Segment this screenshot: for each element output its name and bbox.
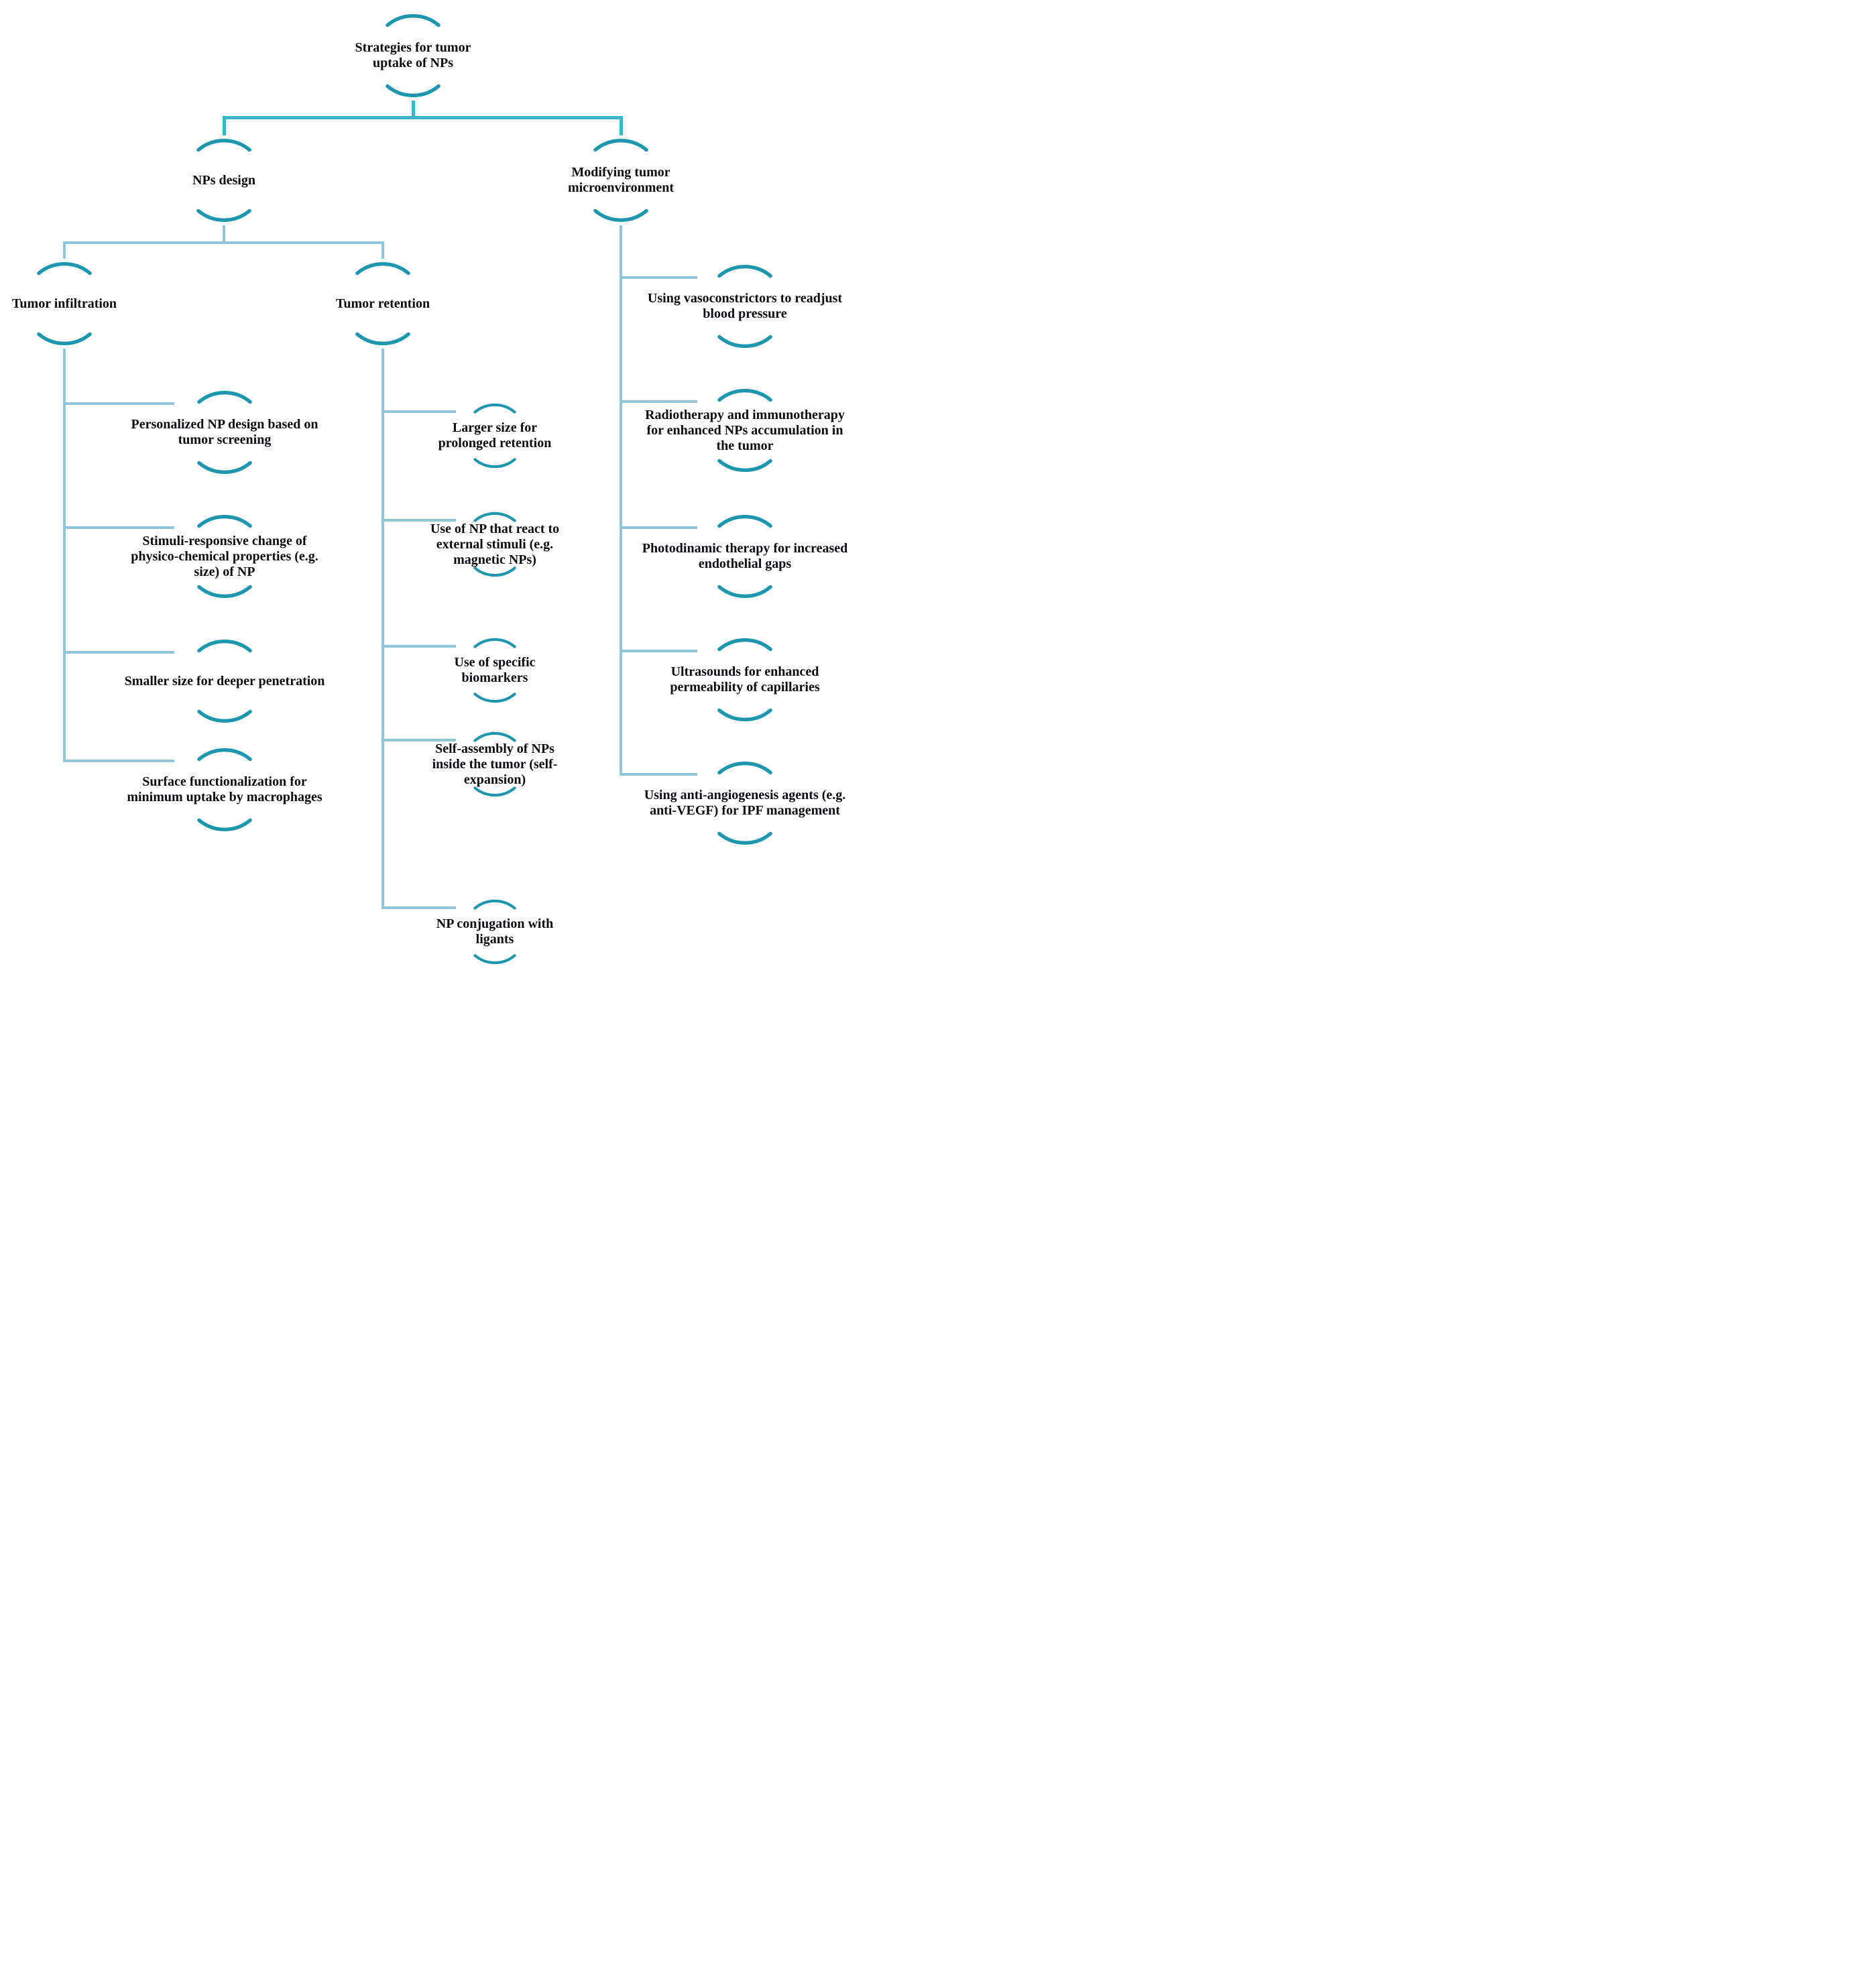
node-tme-leaf-3: Ultrasounds for enhanced permeability of… [644, 633, 845, 727]
circle-arcs-icon [197, 640, 252, 723]
circle-arcs-icon [196, 139, 251, 222]
node-infiltration-leaf-2: Smaller size for deeper penetration [97, 634, 352, 728]
connector-root-stub [411, 101, 415, 116]
connector-infiltration-branch-1 [63, 526, 174, 529]
circle-arcs-icon [473, 638, 516, 703]
node-retention-leaf-2: Use of specific biomarkers [434, 634, 555, 707]
connector-level1-splitter [222, 116, 623, 119]
node-retention-leaf-2-label: Use of specific biomarkers [454, 655, 536, 685]
node-infiltration-leaf-3: Surface functionalization for minimum up… [111, 743, 339, 837]
node-infiltration-leaf-0-label: Personalized NP design based on tumor sc… [131, 417, 318, 447]
circle-arcs-icon [717, 265, 772, 348]
circle-arcs-icon [355, 262, 410, 345]
node-tme-leaf-1: Radiotherapy and immunotherapy for enhan… [624, 383, 866, 477]
connector-infiltration-branch-2 [63, 651, 174, 654]
node-tumor-infiltration: Tumor infiltration [0, 257, 138, 351]
circle-arcs-icon [473, 899, 516, 965]
connector-infiltration-branch-3 [63, 760, 174, 762]
circle-arcs-icon [717, 515, 772, 598]
circle-arcs-icon [197, 748, 252, 831]
connector-retention-branch-2 [382, 645, 456, 648]
connector-retention-branch-1 [382, 519, 456, 522]
node-retention-leaf-4: NP conjugation with ligants [421, 895, 569, 969]
node-root: Strategies for tumor uptake of NPs [333, 9, 493, 103]
connector-tme-branch-3 [620, 650, 697, 652]
node-infiltration-leaf-1-label: Stimuli-responsive change of physico-che… [131, 533, 318, 579]
circle-arcs-icon [593, 139, 648, 222]
node-retention-leaf-4-label: NP conjugation with ligants [436, 916, 554, 947]
node-retention-leaf-3-label: Self-assembly of NPs inside the tumor (s… [432, 741, 558, 787]
connector-infiltration-branch-0 [63, 402, 174, 405]
node-infiltration-leaf-2-label: Smaller size for deeper penetration [124, 673, 325, 688]
node-modifying-tme-label: Modifying tumor microenvironment [567, 165, 675, 195]
node-nps-design-label: NPs design [192, 172, 255, 188]
connector-stub-tumor-retention [382, 244, 384, 259]
node-retention-leaf-1-label: Use of NP that react to external stimuli… [430, 521, 560, 567]
node-retention-leaf-0: Larger size for prolonged retention [421, 399, 569, 473]
circle-arcs-icon [717, 389, 772, 472]
node-root-label: Strategies for tumor uptake of NPs [355, 40, 471, 70]
circle-arcs-icon [473, 403, 516, 469]
connector-nps-stub [223, 225, 225, 241]
circle-arcs-icon [386, 14, 441, 97]
node-tumor-retention: Tumor retention [316, 257, 450, 351]
node-tme-leaf-0: Using vasoconstrictors to readjust blood… [621, 259, 869, 353]
node-infiltration-leaf-3-label: Surface functionalization for minimum up… [127, 774, 323, 804]
node-retention-leaf-3: Self-assembly of NPs inside the tumor (s… [414, 727, 575, 801]
node-retention-leaf-1: Use of NP that react to external stimuli… [411, 507, 579, 581]
node-nps-design: NPs design [157, 133, 291, 227]
node-tme-leaf-4: Using anti-angiogenesis agents (e.g. ant… [618, 756, 872, 850]
node-tme-leaf-1-label: Radiotherapy and immunotherapy for enhan… [645, 407, 845, 453]
flowchart-canvas: Strategies for tumor uptake of NPs NPs d… [0, 0, 938, 989]
node-tme-leaf-2-label: Photodinamic therapy for increased endot… [642, 541, 848, 571]
node-tme-leaf-4-label: Using anti-angiogenesis agents (e.g. ant… [644, 788, 846, 818]
connector-retention-branch-0 [382, 410, 456, 413]
node-infiltration-leaf-1: Stimuli-responsive change of physico-che… [111, 510, 339, 603]
connector-stub-tumor-infiltration [63, 244, 66, 259]
connector-retention-branch-3 [382, 739, 456, 741]
node-tme-leaf-3-label: Ultrasounds for enhanced permeability of… [670, 664, 820, 695]
node-tumor-retention-label: Tumor retention [335, 296, 430, 311]
connector-stub-modifying-tme [619, 119, 623, 135]
node-tme-leaf-0-label: Using vasoconstrictors to readjust blood… [647, 291, 843, 321]
node-modifying-tme: Modifying tumor microenvironment [550, 133, 691, 227]
circle-arcs-icon [473, 512, 516, 577]
circle-arcs-icon [717, 638, 772, 721]
circle-arcs-icon [197, 515, 252, 598]
connector-infiltration-trunk [63, 349, 66, 762]
circle-arcs-icon [473, 731, 516, 797]
connector-retention-trunk [382, 349, 384, 909]
node-retention-leaf-0-label: Larger size for prolonged retention [438, 420, 552, 451]
node-tumor-infiltration-label: Tumor infiltration [11, 296, 117, 311]
connector-tme-branch-4 [620, 773, 697, 776]
connector-tme-branch-0 [620, 276, 697, 279]
connector-tme-trunk [620, 225, 622, 776]
circle-arcs-icon [37, 262, 92, 345]
circle-arcs-icon [197, 391, 252, 474]
connector-retention-branch-4 [382, 906, 456, 909]
circle-arcs-icon [717, 762, 772, 845]
connector-level2-splitter [63, 241, 384, 244]
connector-tme-branch-1 [620, 400, 697, 403]
node-tme-leaf-2: Photodinamic therapy for increased endot… [621, 510, 869, 603]
node-infiltration-leaf-0: Personalized NP design based on tumor sc… [111, 385, 339, 479]
connector-stub-nps-design [222, 119, 226, 135]
connector-tme-branch-2 [620, 526, 697, 529]
